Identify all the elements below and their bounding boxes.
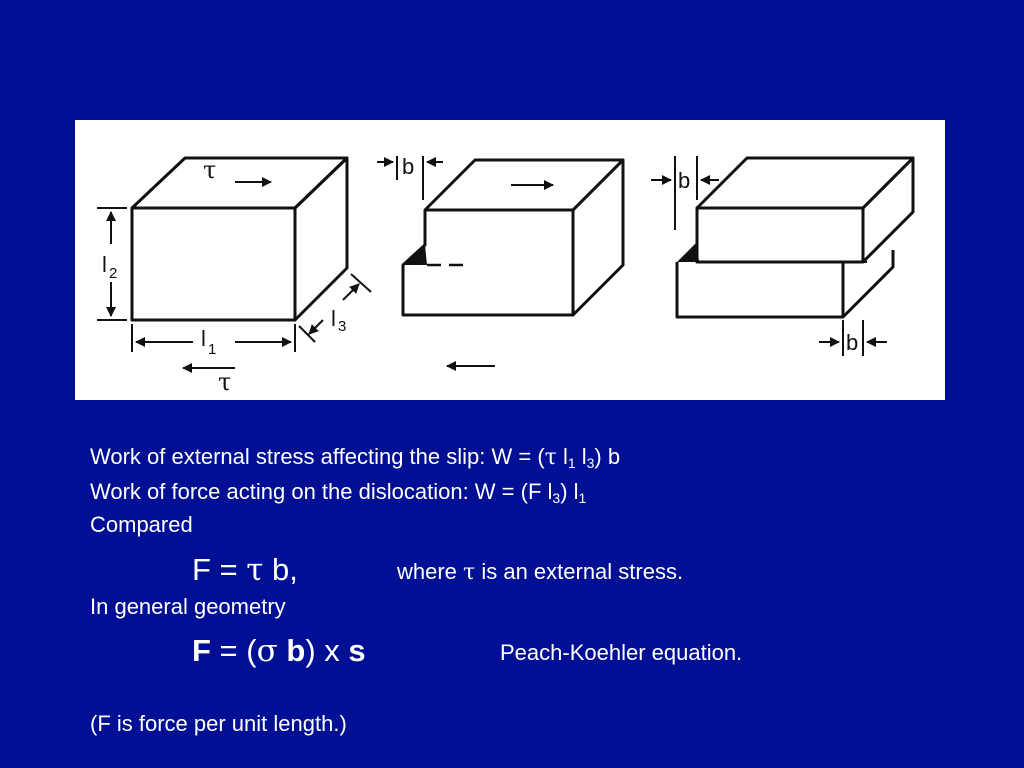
b-label-top-right: b — [678, 168, 690, 193]
line1-tau: τ — [544, 445, 557, 470]
equation-peach-koehler: F = (σ b) x s — [192, 633, 366, 669]
line1-prefix: Work of external stress affecting the sl… — [90, 444, 545, 469]
b-label-middle: b — [402, 154, 414, 179]
work-external-stress-line: Work of external stress affecting the sl… — [90, 444, 620, 471]
l3-subscript: 3 — [338, 318, 346, 335]
general-geometry-line: In general geometry — [90, 594, 286, 619]
line2-mid: ) l — [560, 479, 579, 504]
dislocation-slip-figure: τ l 2 l 1 τ l 3 — [75, 120, 945, 400]
l2-subscript: 2 — [109, 265, 117, 282]
line1-l3: l — [575, 444, 587, 469]
line1-suffix: ) b — [594, 444, 621, 469]
l2-label: l — [102, 252, 107, 277]
line2-sub3: 3 — [552, 490, 561, 506]
slip-diagram-svg: τ l 2 l 1 τ l 3 — [97, 154, 915, 396]
b-label-bottom-right: b — [846, 330, 858, 355]
equation-f-tau-b: F = τ b, — [192, 552, 298, 588]
eq1-rest: b, — [263, 552, 298, 587]
l1-subscript: 1 — [208, 341, 216, 358]
eq2-s: s — [348, 633, 366, 668]
eq1-tau: τ — [246, 552, 264, 588]
tau-bottom-label: τ — [218, 368, 231, 396]
force-per-length-note: (F is force per unit length.) — [90, 711, 347, 736]
compared-line: Compared — [90, 512, 193, 537]
eq2-b: b — [277, 633, 306, 668]
eq1-note-tau: τ — [463, 560, 476, 585]
line1-l1-sub: 1 — [567, 455, 576, 471]
eq1-note-prefix: where — [397, 559, 464, 584]
eq2-close: ) x — [305, 633, 349, 668]
l3-label: l — [331, 306, 336, 331]
equation1-note: where τ is an external stress. — [397, 559, 683, 586]
l1-label: l — [201, 326, 206, 351]
eq2-f: F — [192, 633, 211, 668]
line1-l1: l — [556, 444, 568, 469]
eq1-note-suffix: is an external stress. — [475, 559, 684, 584]
line1-l3-sub: 3 — [586, 455, 595, 471]
partially-slipped-block: b — [377, 154, 625, 371]
peach-koehler-label: Peach-Koehler equation. — [500, 640, 743, 665]
eq1-f: F = — [192, 552, 247, 587]
work-force-dislocation-line: Work of force acting on the dislocation:… — [90, 479, 586, 505]
eq2-sigma: σ — [256, 633, 278, 669]
line2-sub1: 1 — [578, 490, 587, 506]
eq2-open: = ( — [210, 633, 257, 668]
fully-slipped-block: b b — [651, 156, 915, 356]
tau-top-label: τ — [203, 156, 216, 184]
undeformed-block: τ l 2 l 1 τ l 3 — [97, 156, 372, 396]
line2-prefix: Work of force acting on the dislocation:… — [90, 479, 553, 504]
